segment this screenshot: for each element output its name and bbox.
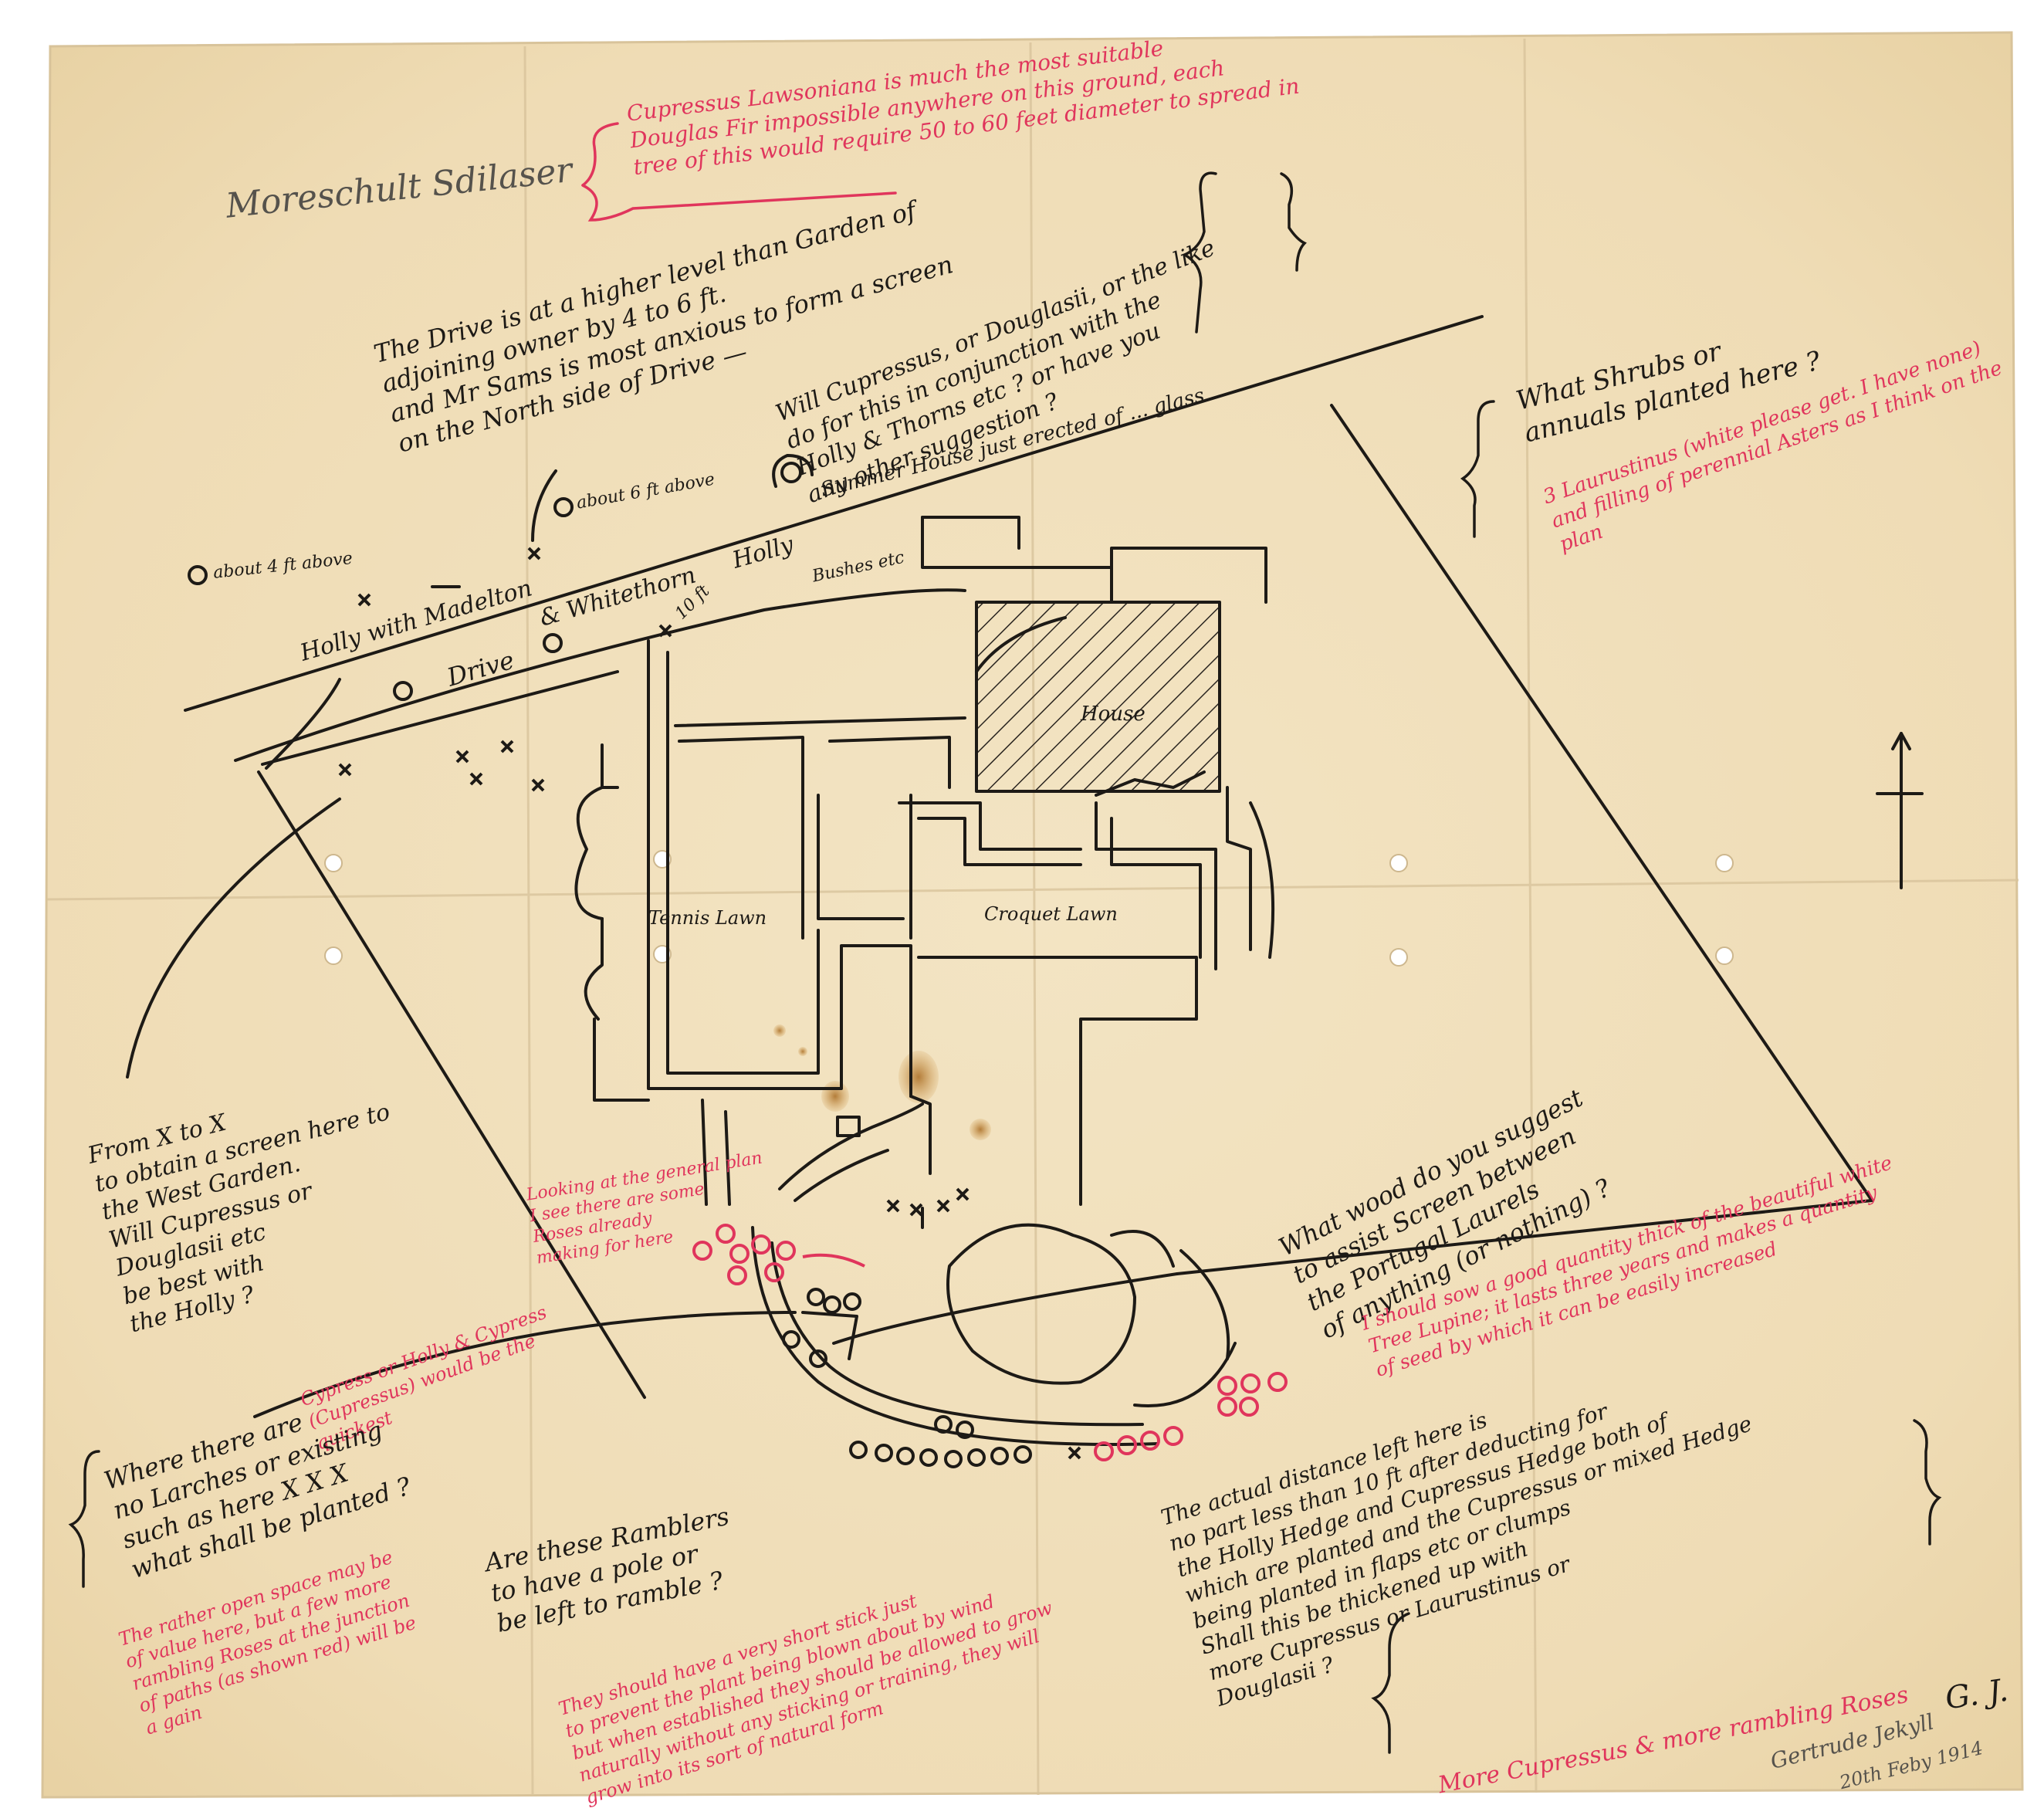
fold-lines <box>46 38 2019 1796</box>
label-house: House <box>1081 703 1146 726</box>
brackets <box>68 122 1942 1754</box>
label-croquet-lawn: Croquet Lawn <box>984 903 1118 925</box>
shrub-circles-black <box>782 1288 1032 1468</box>
plant-markers <box>188 497 1081 1460</box>
garden-plan <box>126 315 1924 1446</box>
label-tennis-lawn: Tennis Lawn <box>648 907 767 929</box>
rose-circles-red <box>692 1224 1288 1461</box>
